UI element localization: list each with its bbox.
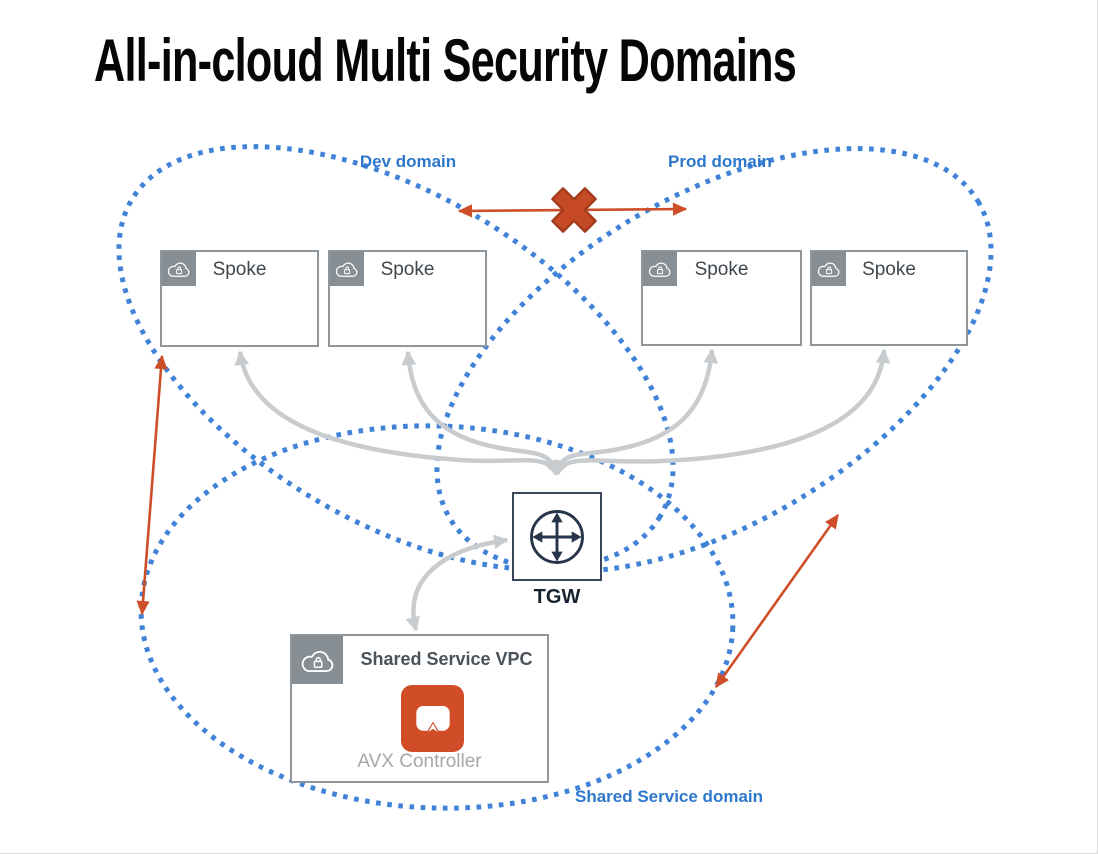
transit-gateway-icon: [530, 509, 584, 564]
cloud-lock-icon: [643, 252, 677, 286]
flow-arrow-spoke3-tgw: [552, 348, 719, 476]
flow-arrow-spoke4-tgw: [554, 348, 891, 476]
spoke-vpc-box-1: Spoke: [160, 250, 319, 347]
cloud-lock-icon: [812, 252, 846, 286]
flow-arrow-spoke2-tgw: [401, 350, 561, 476]
prod-domain-ellipse: [434, 146, 994, 574]
avx-controller-icon: [401, 685, 464, 752]
cloud-lock-icon: [162, 252, 196, 286]
dev-domain-label: Dev domain: [359, 152, 457, 171]
cross-icon: [551, 187, 597, 233]
spoke-label: Spoke: [212, 259, 267, 280]
flow-arrow-spoke1-tgw: [234, 350, 559, 476]
spoke-label: Spoke: [862, 259, 916, 280]
shared-service-vpc-box: Shared Service VPC AVX Controller: [290, 634, 549, 783]
cloud-lock-icon: [292, 636, 343, 684]
avx-controller-label: AVX Controller: [357, 751, 482, 772]
flow-arrow-tgw-vpc: [405, 534, 509, 632]
prod-domain-label: Prod domain: [668, 152, 772, 171]
spoke-vpc-box-4: Spoke: [810, 250, 968, 346]
spoke-label: Spoke: [694, 259, 749, 280]
tgw-node: [512, 492, 602, 581]
tgw-label: TGW: [533, 586, 581, 608]
shared-service-vpc-title: Shared Service VPC: [360, 649, 533, 669]
spoke-vpc-box-2: Spoke: [328, 250, 487, 347]
page-title: All-in-cloud Multi Security Domains: [94, 27, 797, 94]
shared-service-domain-label: Shared Service domain: [574, 787, 764, 806]
spoke-vpc-box-3: Spoke: [641, 250, 802, 346]
peering-arrow-dev-shared: [136, 354, 168, 616]
dev-domain-ellipse: [116, 144, 676, 572]
peering-arrow-prod-shared: [714, 514, 840, 688]
spoke-label: Spoke: [380, 259, 435, 280]
cloud-lock-icon: [330, 252, 364, 286]
